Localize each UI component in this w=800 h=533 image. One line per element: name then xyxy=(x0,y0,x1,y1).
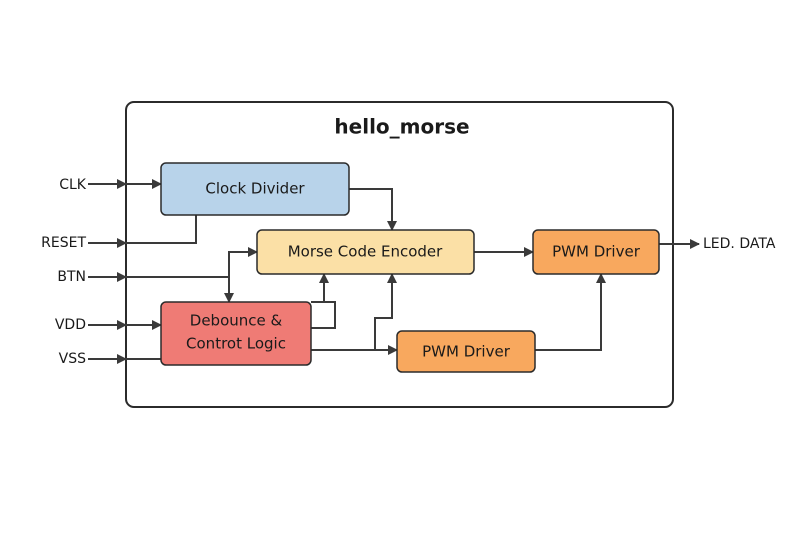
port-label-clk: CLK xyxy=(59,177,87,193)
pwm-driver-bottom-block[interactable]: PWM Driver xyxy=(396,330,536,373)
pwm-driver-top-label: PWM Driver xyxy=(552,243,641,261)
branch-to-encoder-wire xyxy=(374,273,397,350)
pwm-driver-bottom-label: PWM Driver xyxy=(422,343,511,361)
clock-divider-label: Clock Divider xyxy=(205,180,305,198)
pwm-bottom-to-pwm-top-wire xyxy=(535,273,606,351)
module-title: hello_morse xyxy=(334,115,469,139)
debounce-box xyxy=(160,301,312,366)
port-label-vss: VSS xyxy=(59,351,86,367)
morse-encoder-box xyxy=(256,229,475,275)
pwm-driver-top-box xyxy=(532,229,660,275)
clock-divider-box xyxy=(160,162,350,216)
morse-encoder-block[interactable]: Morse Code Encoder xyxy=(256,229,475,275)
pwm-driver-top-block[interactable]: PWM Driver xyxy=(532,229,660,275)
morse-encoder-label: Morse Code Encoder xyxy=(288,243,443,261)
port-label-btn: BTN xyxy=(57,269,86,285)
port-label-reset: RESET xyxy=(41,235,86,251)
reset-to-clock-divider-wire xyxy=(126,215,197,244)
debounce-label-line2: Controt Logic xyxy=(186,335,286,353)
btn-to-encoder-wire xyxy=(228,247,258,277)
pwm-driver-bottom-box xyxy=(396,330,536,373)
debounce-block[interactable]: Debounce & Controt Logic xyxy=(160,301,312,366)
port-label-vdd: VDD xyxy=(55,317,86,333)
clock-to-encoder-wire xyxy=(349,188,397,231)
port-label-led-data: LED. DATA xyxy=(703,236,776,252)
clock-divider-block[interactable]: Clock Divider xyxy=(160,162,350,216)
debounce-label-line1: Debounce & xyxy=(190,312,283,330)
